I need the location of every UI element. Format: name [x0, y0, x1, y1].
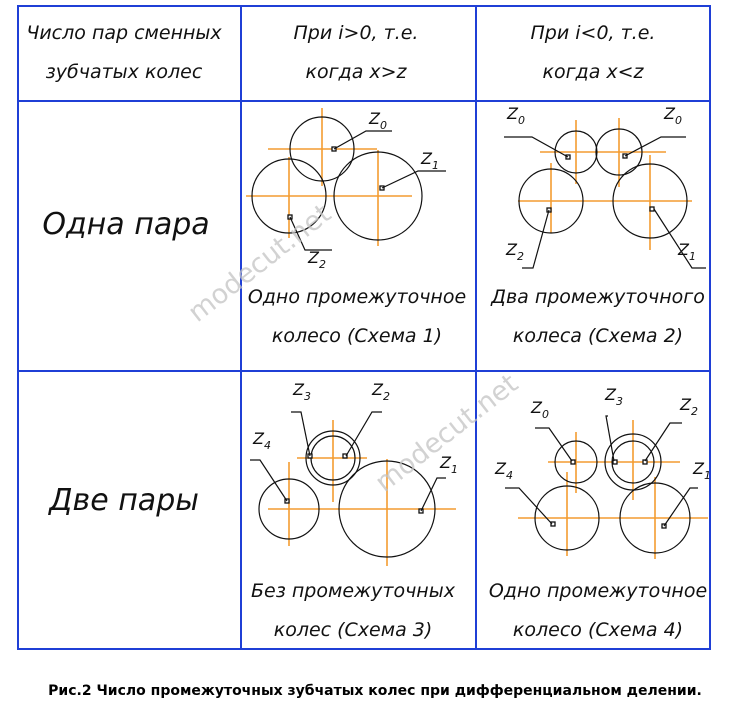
watermark-2: modecut.net — [369, 368, 524, 498]
scheme-1-axis-lines — [246, 108, 412, 246]
scheme-1-wheels — [251, 116, 423, 241]
scheme-1-leader-lines — [289, 130, 446, 251]
row-title-one-pair: Одна пара — [42, 207, 209, 242]
header-col3-line2: когда x<z — [542, 61, 644, 83]
scheme-4-caption-line2: колесо (Схема 4) — [513, 619, 683, 641]
scheme-2-axis-lines — [518, 118, 692, 250]
scheme-4-leader-lines — [505, 415, 698, 527]
scheme-2-label-z2: Z2 — [505, 240, 524, 263]
figure-caption: Рис.2 Число промежуточных зубчатых колес… — [48, 683, 702, 699]
scheme-2-leader-lines — [504, 136, 706, 269]
table-header: Число пар сменных зубчатых колес При i>0… — [26, 22, 655, 83]
scheme-2-caption-line2: колеса (Схема 2) — [513, 325, 683, 347]
scheme-3-label-z2: Z2 — [371, 380, 390, 403]
scheme-1-caption-line1: Одно промежуточное — [248, 286, 466, 308]
scheme-1-diagram: Z0 Z1 Z2 Одно промежуточное колесо (Схем… — [246, 108, 466, 347]
scheme-4-wheels — [534, 433, 691, 554]
scheme-2-label-z0-right: Z0 — [663, 104, 682, 127]
scheme-3-caption-line2: колес (Схема 3) — [274, 619, 433, 641]
header-col3-line1: При i<0, т.е. — [531, 22, 656, 44]
scheme-4-label-z3: Z3 — [604, 385, 623, 408]
table-grid — [17, 5, 711, 650]
scheme-1-label-z0: Z0 — [368, 109, 387, 132]
scheme-4-label-z0: Z0 — [530, 398, 549, 421]
scheme-3-diagram: Z3 Z2 Z4 Z1 Без промежуточных колес (Схе… — [250, 380, 458, 641]
scheme-1-label-z1: Z1 — [420, 149, 439, 172]
scheme-4-diagram: Z0 Z3 Z2 Z4 Z1 Одно промежуточное колесо… — [489, 385, 711, 641]
scheme-2-hubs — [546, 153, 655, 213]
scheme-4-label-z2: Z2 — [679, 395, 698, 418]
scheme-4-label-z4: Z4 — [494, 459, 513, 482]
scheme-4-axis-lines — [518, 420, 708, 559]
scheme-1-caption-line2: колесо (Схема 1) — [272, 325, 442, 347]
scheme-2-label-z0-left: Z0 — [506, 104, 525, 127]
scheme-3-label-z3: Z3 — [292, 380, 311, 403]
scheme-2-diagram: Z0 Z0 Z2 Z1 Два промежуточного колеса (С… — [490, 104, 706, 347]
scheme-3-caption-line1: Без промежуточных — [251, 580, 456, 602]
scheme-3-axis-lines — [268, 420, 456, 566]
scheme-3-label-z1: Z1 — [439, 453, 458, 476]
scheme-3-leader-lines — [250, 411, 446, 512]
scheme-4-hubs — [550, 459, 667, 529]
header-col2-line1: При i>0, т.е. — [294, 22, 419, 44]
table-frame — [17, 5, 711, 650]
scheme-3-label-z4: Z4 — [252, 429, 271, 452]
scheme-4-caption-line1: Одно промежуточное — [489, 580, 707, 602]
row-title-two-pairs: Две пары — [47, 483, 199, 518]
header-col2-line2: когда x>z — [305, 61, 407, 83]
scheme-2-caption-line1: Два промежуточного — [490, 286, 705, 308]
scheme-4-label-z1: Z1 — [692, 459, 711, 482]
header-col1-line2: зубчатых колес — [46, 61, 203, 83]
scheme-2-label-z1: Z1 — [677, 240, 696, 263]
header-col1-line1: Число пар сменных — [26, 22, 222, 44]
scheme-1-label-z2: Z2 — [307, 248, 326, 271]
scheme-2-wheels — [518, 128, 688, 239]
